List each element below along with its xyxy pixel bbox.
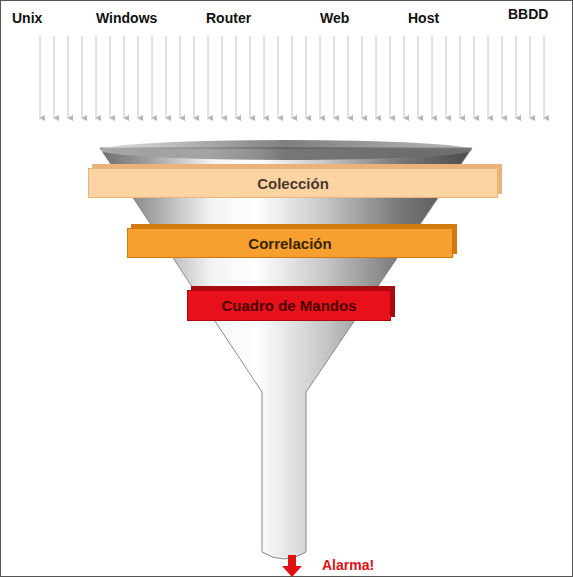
- input-arrow: [516, 36, 517, 118]
- input-arrow: [138, 36, 139, 118]
- band-label: Colección: [257, 175, 329, 192]
- input-arrow: [54, 36, 55, 118]
- input-arrow: [110, 36, 111, 118]
- source-label: BBDD: [508, 6, 548, 22]
- input-arrow: [180, 36, 181, 118]
- input-arrow: [362, 36, 363, 118]
- input-arrow: [348, 36, 349, 118]
- band-label: Cuadro de Mandos: [221, 297, 356, 314]
- source-label: Windows: [96, 10, 157, 26]
- input-arrow: [208, 36, 209, 118]
- input-arrow: [320, 36, 321, 118]
- band-label: Correlación: [248, 235, 331, 252]
- input-arrow: [236, 36, 237, 118]
- input-arrow: [166, 36, 167, 118]
- source-label: Router: [206, 10, 251, 26]
- input-arrow: [250, 36, 251, 118]
- layer-band: Correlación: [127, 228, 453, 258]
- input-arrow: [82, 36, 83, 118]
- layer-band: Cuadro de Mandos: [187, 290, 391, 321]
- input-arrow: [68, 36, 69, 118]
- input-arrow: [222, 36, 223, 118]
- input-arrow: [446, 36, 447, 118]
- input-arrow: [152, 36, 153, 118]
- input-arrow: [292, 36, 293, 118]
- funnel-body: [100, 148, 472, 559]
- source-label: Unix: [12, 10, 42, 26]
- funnel-mouth: [100, 140, 472, 160]
- input-arrow: [530, 36, 531, 118]
- input-arrow: [432, 36, 433, 118]
- source-label: Host: [408, 10, 439, 26]
- input-arrow: [40, 36, 41, 118]
- input-arrow: [390, 36, 391, 118]
- input-arrow: [404, 36, 405, 118]
- input-arrows: [40, 36, 544, 118]
- layer-band: Colección: [88, 168, 498, 198]
- input-arrow: [544, 36, 545, 118]
- alarm-arrow: [282, 555, 302, 577]
- input-arrow: [124, 36, 125, 118]
- input-arrow: [474, 36, 475, 118]
- input-arrow: [488, 36, 489, 118]
- input-arrow: [278, 36, 279, 118]
- input-arrow: [194, 36, 195, 118]
- input-arrow: [376, 36, 377, 118]
- input-arrow: [502, 36, 503, 118]
- input-arrow: [460, 36, 461, 118]
- alarm-label: Alarma!: [322, 557, 374, 573]
- input-arrow: [264, 36, 265, 118]
- input-arrow: [334, 36, 335, 118]
- input-arrow: [418, 36, 419, 118]
- source-label: Web: [320, 10, 349, 26]
- input-arrow: [96, 36, 97, 118]
- input-arrow: [306, 36, 307, 118]
